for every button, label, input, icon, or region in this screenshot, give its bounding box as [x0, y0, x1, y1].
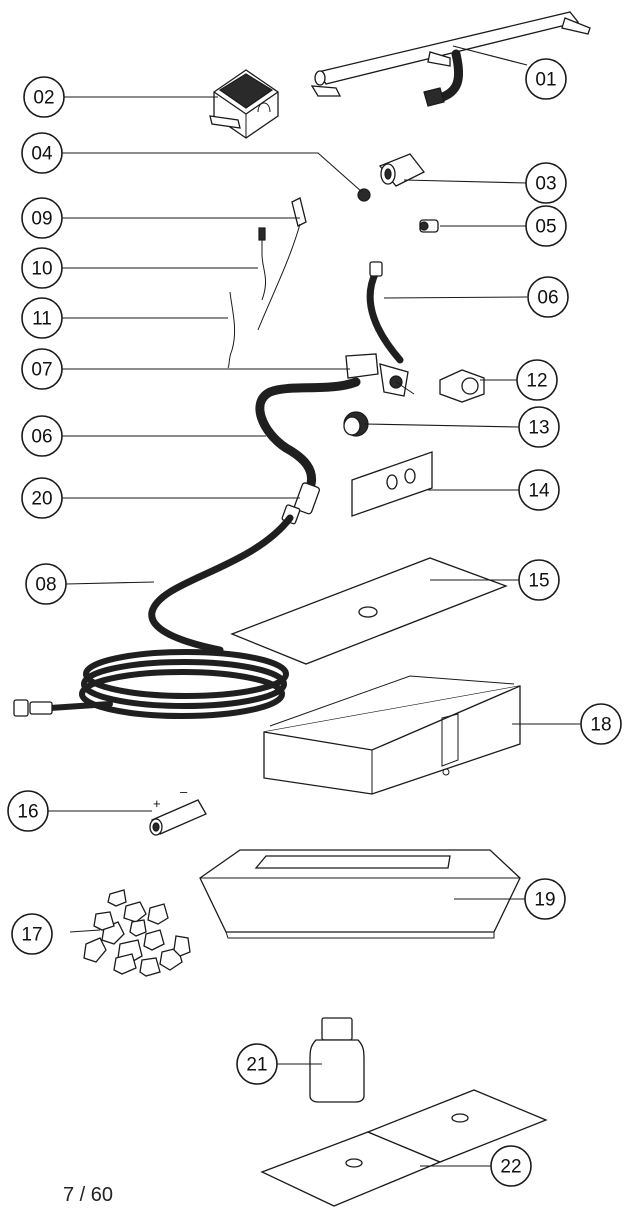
- callout-08-label: 08: [35, 575, 56, 596]
- part-13-control-knob: [343, 411, 369, 437]
- callout-12: 12: [516, 359, 558, 401]
- callout-19-label: 19: [534, 890, 555, 911]
- callout-13: 13: [518, 406, 560, 448]
- callout-17: 17: [11, 913, 53, 955]
- part-06-upper-hose: [366, 261, 404, 364]
- part-16-battery: + –: [149, 784, 207, 836]
- callout-03: 03: [525, 162, 567, 204]
- callout-18-label: 18: [590, 715, 611, 736]
- callout-06-upper: 06: [527, 276, 569, 318]
- callout-04-label: 04: [31, 144, 53, 165]
- callout-15: 15: [518, 559, 560, 601]
- callout-06-lower: 06: [21, 415, 63, 457]
- callout-11-label: 11: [32, 309, 52, 330]
- callout-10-label: 10: [31, 259, 52, 280]
- part-15-burner-pan: [230, 557, 508, 665]
- callout-05-label: 05: [535, 217, 556, 238]
- callout-22-label: 22: [500, 1157, 521, 1178]
- callout-09-label: 09: [31, 209, 52, 230]
- callout-12-label: 12: [526, 371, 547, 392]
- part-04-nut: [357, 188, 371, 202]
- callout-14-label: 14: [528, 481, 550, 502]
- leader-lines: [48, 45, 581, 1167]
- callout-11: 11: [21, 297, 63, 339]
- part-18-cover: [263, 675, 521, 795]
- part-22-panels: [260, 1089, 548, 1207]
- part-01-burner-tube: [310, 11, 591, 107]
- callout-19: 19: [524, 878, 566, 920]
- callout-04: 04: [21, 132, 63, 174]
- part-07-gas-valve: [345, 353, 415, 397]
- callout-13-label: 13: [528, 418, 549, 439]
- callout-06-upper-label: 06: [537, 288, 558, 309]
- part-08-lp-hose: [13, 514, 294, 719]
- callout-05: 05: [525, 205, 567, 247]
- callout-01: 01: [525, 58, 567, 100]
- battery-plus-mark: +: [153, 796, 161, 811]
- part-05-fitting: [419, 219, 439, 233]
- callout-02: 02: [23, 76, 65, 118]
- callout-16-label: 16: [17, 802, 38, 823]
- callout-07: 07: [21, 348, 63, 390]
- callout-06-lower-label: 06: [31, 427, 52, 448]
- part-17-fire-glass: [83, 889, 191, 977]
- callout-10: 10: [21, 247, 63, 289]
- battery-minus-mark: –: [180, 784, 188, 799]
- callout-07-label: 07: [31, 360, 52, 381]
- part-14-control-plate: [351, 451, 433, 517]
- part-03-coupling: [378, 153, 425, 187]
- part-06-lower-hose: [255, 377, 361, 493]
- callout-20-label: 20: [31, 489, 52, 510]
- callout-20: 20: [21, 477, 63, 519]
- callout-22: 22: [490, 1145, 532, 1187]
- part-11-ground-wire: [227, 291, 236, 369]
- part-21-touch-up-bottle: [309, 1017, 365, 1103]
- callout-18: 18: [580, 703, 622, 745]
- page-number: 7 / 60: [63, 1184, 114, 1206]
- callout-09: 09: [21, 197, 63, 239]
- callout-21-label: 21: [246, 1055, 267, 1076]
- part-12-valve-assembly: [439, 369, 485, 403]
- part-02-igniter-module: [209, 69, 279, 139]
- callout-16: 16: [7, 790, 49, 832]
- callout-01-label: 01: [535, 70, 556, 91]
- callout-17-label: 17: [21, 925, 42, 946]
- callout-02-label: 02: [33, 88, 54, 109]
- part-20-connector: [281, 482, 320, 525]
- part-19-fire-table: [199, 849, 521, 939]
- part-10-ignition-wire: [258, 227, 267, 301]
- callout-14: 14: [518, 469, 560, 511]
- callout-08: 08: [25, 563, 67, 605]
- callout-03-label: 03: [535, 174, 556, 195]
- callout-21: 21: [236, 1043, 278, 1085]
- callout-15-label: 15: [528, 571, 549, 592]
